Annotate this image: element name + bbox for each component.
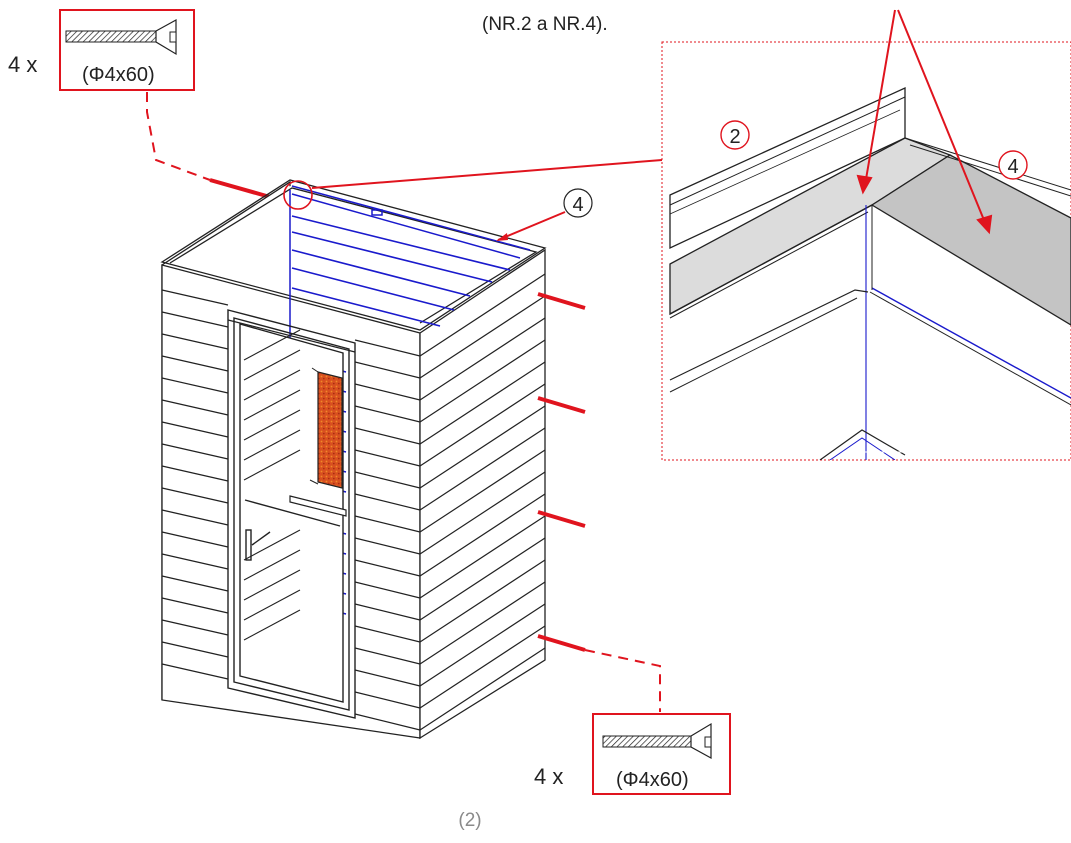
detail-arrows: [856, 9, 993, 235]
door-view-slats: [243, 329, 301, 641]
side-wall-slats: [419, 273, 546, 731]
screw-qty-top: 4 x: [8, 52, 37, 77]
callout-cabin-4: 4: [496, 188, 593, 241]
screw-marker-top: [209, 178, 271, 199]
door: [227, 309, 356, 719]
screw-box-top: 4 x (Φ4x60): [8, 9, 195, 91]
callout-detail-2-label: 2: [729, 126, 740, 148]
top-note: (NR.2 a NR.4).: [482, 14, 608, 35]
leader-dashed-bottom: [584, 649, 661, 712]
heater-panel: [309, 367, 343, 489]
screw-icon: [602, 722, 712, 760]
front-wall-slats: [161, 289, 421, 731]
screw-size-top: (Φ4x60): [82, 64, 155, 86]
detail-leader: [311, 159, 663, 189]
callout-detail-4-label: 4: [1007, 156, 1018, 178]
detail-marker-circle: [283, 180, 313, 210]
screw-box-bottom: 4 x (Φ4x60): [534, 713, 731, 795]
detail-zoom: 2 4: [661, 41, 1071, 461]
screw-qty-bottom: 4 x: [534, 764, 563, 789]
leader-dashed-top: [146, 92, 211, 181]
page-number: (2): [458, 810, 481, 831]
screw-icon: [65, 18, 177, 56]
bench: [289, 495, 347, 517]
screw-size-bottom: (Φ4x60): [616, 769, 689, 791]
callout-cabin-4-label: 4: [572, 194, 583, 216]
screw-markers-side: [537, 292, 586, 652]
